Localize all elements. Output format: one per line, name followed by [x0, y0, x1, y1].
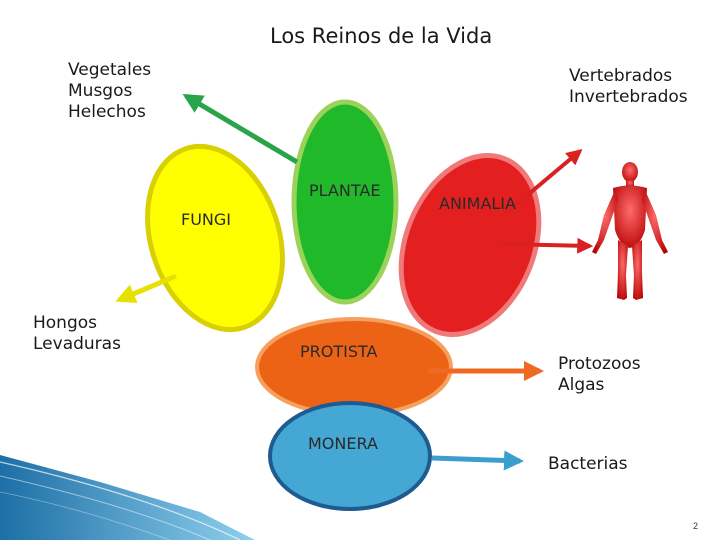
arrow-monera [431, 450, 524, 471]
example-label: Vertebrados [569, 66, 673, 86]
fungi-examples: Hongos Levaduras [33, 313, 121, 355]
arrow-animalia-right [501, 237, 594, 254]
example-label: Bacterias [548, 454, 628, 474]
example-label: Levaduras [33, 334, 121, 354]
human-figure-icon [592, 162, 668, 300]
arrow-plantae [182, 93, 299, 165]
plantae-label: PLANTAE [309, 181, 381, 200]
page-number: 2 [693, 521, 699, 531]
animalia-label: ANIMALIA [439, 194, 516, 213]
example-label: Invertebrados [569, 87, 688, 107]
page-title: Los Reinos de la Vida [270, 24, 493, 48]
protista-ellipse [255, 317, 453, 417]
example-label: Musgos [68, 81, 133, 101]
plantae-ellipse [291, 99, 399, 305]
example-label: Vegetales [68, 60, 152, 80]
protista-examples: Protozoos Algas [558, 354, 641, 396]
monera-ellipse [268, 401, 432, 511]
monera-examples: Bacterias [548, 454, 628, 475]
animalia-ellipse [398, 153, 542, 337]
animalia-examples: Vertebrados Invertebrados [569, 66, 688, 108]
example-label: Hongos [33, 313, 98, 333]
corner-decoration [0, 455, 255, 540]
example-label: Protozoos [558, 354, 641, 374]
protista-label: PROTISTA [300, 342, 378, 361]
example-label: Helechos [68, 102, 146, 122]
plantae-examples: Vegetales Musgos Helechos [68, 60, 151, 123]
fungi-label: FUNGI [181, 210, 231, 229]
example-label: Algas [558, 375, 605, 395]
arrow-fungi [115, 273, 177, 304]
monera-label: MONERA [308, 434, 378, 453]
arrow-animalia-up [503, 148, 583, 216]
fungi-ellipse [145, 143, 285, 333]
